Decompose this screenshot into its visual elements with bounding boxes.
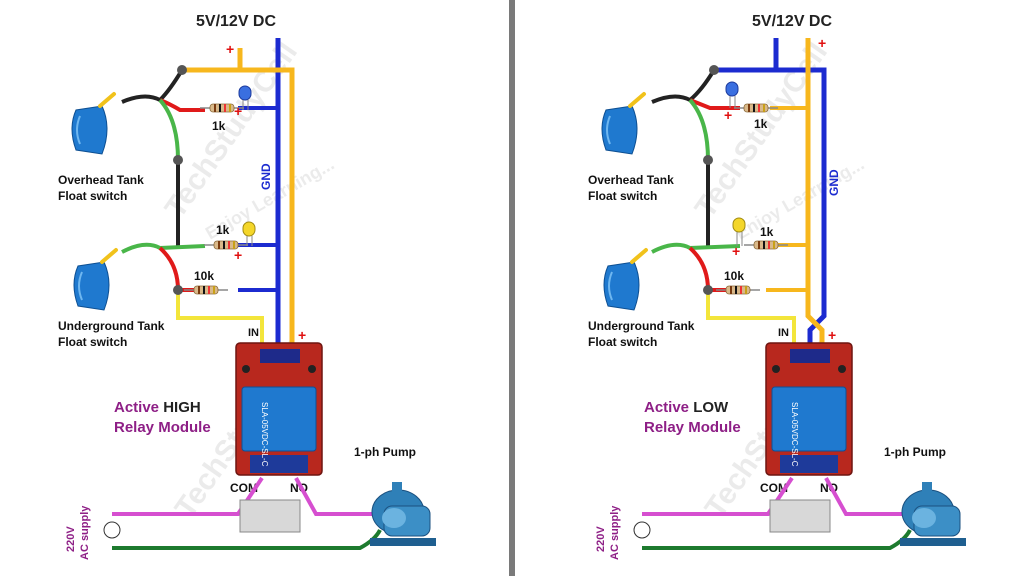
- resistor-label: 10k: [724, 269, 744, 283]
- supply-label: 5V/12V DC: [196, 13, 276, 30]
- overhead-green-wire: [688, 98, 710, 248]
- gnd-label: GND: [827, 169, 841, 196]
- in-label: IN: [778, 327, 789, 339]
- ac-live-wire: [112, 476, 380, 516]
- overhead-label: Float switch: [58, 189, 127, 203]
- overhead-float-switch: [70, 92, 116, 156]
- signal-wire: [176, 290, 264, 360]
- pump-label: 1-ph Pump: [884, 445, 946, 459]
- ac-supply-label: AC supply: [609, 505, 621, 560]
- panel-divider: [509, 0, 515, 576]
- circuit-breaker: [239, 499, 301, 533]
- underground-float-switch: [602, 248, 648, 312]
- overhead-black-wire: [651, 68, 716, 104]
- blue-led: [725, 81, 739, 108]
- resistor-label: 10k: [194, 269, 214, 283]
- junction-dot: [173, 285, 183, 295]
- overhead-label: Overhead Tank: [588, 173, 674, 187]
- left-panel: 5V/12V DC +: [58, 13, 437, 560]
- mode-label: Active HIGH: [114, 399, 201, 416]
- gnd-label: GND: [259, 163, 273, 190]
- ac-supply-label: AC supply: [79, 505, 91, 560]
- junction-dot: [703, 155, 713, 165]
- underground-green-wire: [121, 242, 206, 254]
- pump-label: 1-ph Pump: [354, 445, 416, 459]
- underground-label: Underground Tank: [588, 319, 695, 333]
- mode-prefix: Active: [644, 399, 689, 416]
- mode-prefix: Active: [114, 399, 159, 416]
- ac-voltage-label: 220V: [595, 526, 607, 552]
- led-plus-sign: +: [234, 103, 242, 119]
- supply-label: 5V/12V DC: [752, 13, 832, 30]
- underground-label: Float switch: [58, 335, 127, 349]
- mode-state: HIGH: [163, 399, 201, 416]
- vcc-wire: [182, 48, 295, 360]
- overhead-label: Overhead Tank: [58, 173, 144, 187]
- relay-part-number: SLA-05VDC-SL-C: [260, 402, 269, 467]
- led-plus-sign: +: [724, 107, 732, 123]
- pump: [369, 481, 437, 547]
- led-plus-sign: +: [234, 247, 242, 263]
- pump: [899, 481, 967, 547]
- junction-dot: [173, 155, 183, 165]
- ac-neutral-wire: [112, 529, 382, 550]
- underground-label: Underground Tank: [58, 319, 165, 333]
- relay-module: [235, 342, 323, 476]
- relay-module-label: Relay Module: [114, 419, 211, 436]
- gnd-wire: [714, 38, 827, 360]
- ac-live-wire: [642, 476, 910, 516]
- relay-module: [765, 342, 853, 476]
- signal-wire: [706, 290, 796, 360]
- overhead-black-wire: [121, 68, 184, 104]
- mode-label: Active LOW: [644, 399, 729, 416]
- resistor-label: 1k: [754, 117, 768, 131]
- circuit-breaker: [769, 499, 831, 533]
- blue-led: [238, 85, 252, 110]
- plus-sign: +: [226, 41, 234, 57]
- in-label: IN: [248, 327, 259, 339]
- relay-part-number: SLA-05VDC-SL-C: [790, 402, 799, 467]
- resistor-1k-underground: [743, 240, 789, 250]
- overhead-green-wire: [158, 98, 180, 248]
- ac-source-symbol: [633, 521, 651, 539]
- ac-voltage-label: 220V: [65, 526, 77, 552]
- underground-label: Float switch: [588, 335, 657, 349]
- junction-dot: [703, 285, 713, 295]
- underground-float-switch: [72, 248, 118, 312]
- led-plus-sign: +: [732, 243, 740, 259]
- relay-module-label: Relay Module: [644, 419, 741, 436]
- ac-neutral-wire: [642, 529, 912, 550]
- yellow-led: [732, 217, 746, 246]
- resistor-label: 1k: [216, 223, 230, 237]
- plus-sign: +: [818, 35, 826, 51]
- yellow-led: [242, 221, 256, 246]
- overhead-label: Float switch: [588, 189, 657, 203]
- junction-dot: [709, 65, 719, 75]
- relay-plus-sign: +: [298, 327, 306, 343]
- junction-dot: [177, 65, 187, 75]
- resistor-label: 1k: [760, 225, 774, 239]
- resistor-label: 1k: [212, 119, 226, 133]
- right-panel: 5V/12V DC + + +: [588, 13, 967, 560]
- relay-plus-sign: +: [828, 327, 836, 343]
- resistor-10k: [715, 285, 761, 295]
- overhead-float-switch: [600, 92, 646, 156]
- underground-green-wire: [651, 242, 741, 254]
- resistor-10k: [183, 285, 229, 295]
- ac-source-symbol: [103, 521, 121, 539]
- mode-state: LOW: [693, 399, 729, 416]
